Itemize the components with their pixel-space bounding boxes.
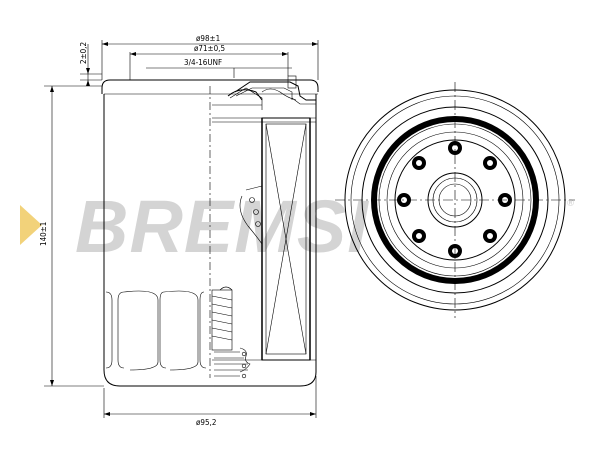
watermark-brand-text: BREMSI xyxy=(75,185,369,268)
gasket-diameter-label: ø71±0,5 xyxy=(194,44,225,53)
inlet-holes xyxy=(397,141,512,258)
thread-label: 3/4-16UNF xyxy=(184,58,222,67)
height-label: 140±1 xyxy=(39,222,48,246)
brand-watermark: BREMSI ® xyxy=(20,185,575,268)
side-view: ø98±1 ø71±0,5 3/4-16UNF 2±0,2 140±1 ø95,… xyxy=(39,34,319,427)
base-diameter-label: ø95,2 xyxy=(196,418,216,427)
dimension-labels: ø98±1 ø71±0,5 3/4-16UNF 2±0,2 140±1 ø95,… xyxy=(39,34,225,427)
bypass-spring xyxy=(211,286,251,379)
watermark-registered-mark: ® xyxy=(566,199,575,209)
outer-diameter-label: ø98±1 xyxy=(196,34,220,43)
gasket-height-label: 2±0,2 xyxy=(79,42,88,64)
section-cutaway xyxy=(211,75,316,379)
end-view xyxy=(335,82,575,318)
dimension-lines xyxy=(44,40,319,418)
watermark-accent-triangle xyxy=(20,205,42,245)
grip-ribs xyxy=(105,290,207,371)
